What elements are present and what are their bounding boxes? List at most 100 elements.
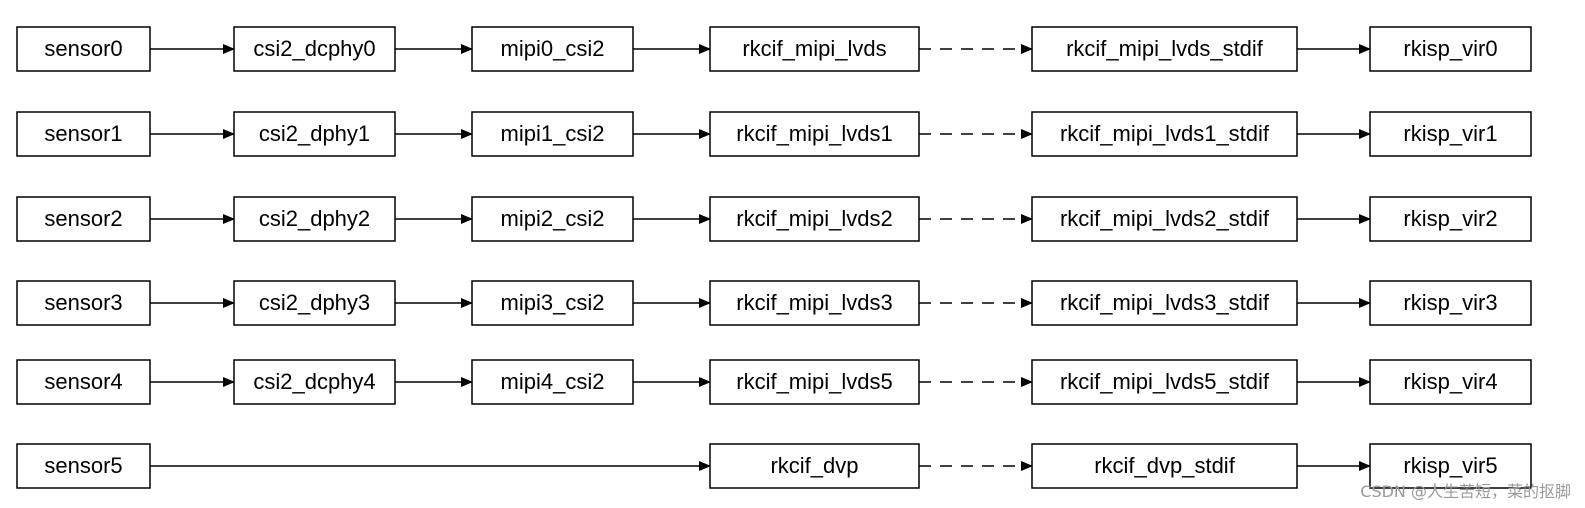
node-rkisp-vir4: rkisp_vir4 [1369, 359, 1532, 405]
node-box [1369, 359, 1532, 405]
node-box [709, 443, 920, 489]
node-box [233, 111, 396, 157]
node-box [1031, 359, 1298, 405]
node-box [1369, 111, 1532, 157]
node-label: sensor2 [44, 206, 122, 231]
node-mipi2-csi2: mipi2_csi2 [471, 196, 634, 242]
node-box [16, 111, 151, 157]
node-box [16, 26, 151, 72]
node-label: rkcif_mipi_lvds1 [736, 121, 893, 146]
node-rkisp-vir2: rkisp_vir2 [1369, 196, 1532, 242]
node-rkcif-mipi-lvds: rkcif_mipi_lvds [709, 26, 920, 72]
node-label: rkcif_mipi_lvds3_stdif [1060, 290, 1270, 315]
node-label: mipi4_csi2 [501, 369, 605, 394]
node-label: sensor0 [44, 36, 122, 61]
node-label: rkisp_vir5 [1403, 453, 1497, 478]
node-sensor0: sensor0 [16, 26, 151, 72]
node-sensor3: sensor3 [16, 280, 151, 326]
node-box [16, 359, 151, 405]
node-label: mipi0_csi2 [501, 36, 605, 61]
node-box [1031, 26, 1298, 72]
node-sensor2: sensor2 [16, 196, 151, 242]
node-box [1369, 196, 1532, 242]
node-box [1031, 443, 1298, 489]
node-label: rkisp_vir4 [1403, 369, 1497, 394]
node-label: mipi1_csi2 [501, 121, 605, 146]
node-rkisp-vir1: rkisp_vir1 [1369, 111, 1532, 157]
node-label: csi2_dphy2 [259, 206, 370, 231]
node-label: rkcif_mipi_lvds2 [736, 206, 893, 231]
node-box [233, 196, 396, 242]
node-box [709, 196, 920, 242]
node-label: csi2_dcphy0 [253, 36, 375, 61]
node-label: mipi2_csi2 [501, 206, 605, 231]
node-box [471, 359, 634, 405]
node-label: rkcif_dvp [770, 453, 858, 478]
node-csi2-dphy1: csi2_dphy1 [233, 111, 396, 157]
node-box [1369, 26, 1532, 72]
node-box [233, 26, 396, 72]
node-sensor5: sensor5 [16, 443, 151, 489]
node-box [471, 196, 634, 242]
node-mipi3-csi2: mipi3_csi2 [471, 280, 634, 326]
node-label: csi2_dphy3 [259, 290, 370, 315]
node-box [471, 280, 634, 326]
node-box [1369, 280, 1532, 326]
node-rkcif-mipi-lvds2: rkcif_mipi_lvds2 [709, 196, 920, 242]
node-label: rkcif_mipi_lvds2_stdif [1060, 206, 1270, 231]
node-box [1031, 111, 1298, 157]
node-box [471, 26, 634, 72]
node-rkcif-mipi-lvds2-stdif: rkcif_mipi_lvds2_stdif [1031, 196, 1298, 242]
node-csi2-dphy3: csi2_dphy3 [233, 280, 396, 326]
node-label: rkisp_vir1 [1403, 121, 1497, 146]
node-rkcif-mipi-lvds5: rkcif_mipi_lvds5 [709, 359, 920, 405]
node-csi2-dcphy4: csi2_dcphy4 [233, 359, 396, 405]
node-sensor1: sensor1 [16, 111, 151, 157]
node-box [16, 443, 151, 489]
node-sensor4: sensor4 [16, 359, 151, 405]
node-mipi0-csi2: mipi0_csi2 [471, 26, 634, 72]
node-label: rkcif_mipi_lvds1_stdif [1060, 121, 1270, 146]
node-label: sensor3 [44, 290, 122, 315]
node-box [233, 280, 396, 326]
node-label: mipi3_csi2 [501, 290, 605, 315]
nodes-layer: sensor0 csi2_dcphy0 mipi0_csi2 rkcif_mipi_l… [16, 26, 1532, 489]
node-label: rkcif_mipi_lvds5 [736, 369, 893, 394]
node-rkisp-vir5: rkisp_vir5 [1369, 443, 1532, 489]
node-rkcif-mipi-lvds-stdif: rkcif_mipi_lvds_stdif [1031, 26, 1298, 72]
node-box [709, 111, 920, 157]
node-label: csi2_dphy1 [259, 121, 370, 146]
node-label: rkcif_mipi_lvds [742, 36, 886, 61]
node-box [709, 280, 920, 326]
node-label: rkisp_vir3 [1403, 290, 1497, 315]
node-label: rkisp_vir2 [1403, 206, 1497, 231]
node-label: sensor5 [44, 453, 122, 478]
node-rkisp-vir0: rkisp_vir0 [1369, 26, 1532, 72]
node-csi2-dcphy0: csi2_dcphy0 [233, 26, 396, 72]
node-box [233, 359, 396, 405]
node-box [709, 26, 920, 72]
node-rkcif-mipi-lvds1: rkcif_mipi_lvds1 [709, 111, 920, 157]
node-rkcif-dvp-stdif: rkcif_dvp_stdif [1031, 443, 1298, 489]
node-label: rkisp_vir0 [1403, 36, 1497, 61]
node-label: sensor4 [44, 369, 122, 394]
node-rkcif-mipi-lvds3: rkcif_mipi_lvds3 [709, 280, 920, 326]
node-label: rkcif_mipi_lvds3 [736, 290, 893, 315]
node-mipi4-csi2: mipi4_csi2 [471, 359, 634, 405]
node-label: csi2_dcphy4 [253, 369, 375, 394]
edges-layer [150, 44, 1371, 471]
node-rkcif-mipi-lvds1-stdif: rkcif_mipi_lvds1_stdif [1031, 111, 1298, 157]
node-box [1031, 280, 1298, 326]
node-box [16, 196, 151, 242]
node-rkcif-mipi-lvds5-stdif: rkcif_mipi_lvds5_stdif [1031, 359, 1298, 405]
node-label: rkcif_mipi_lvds_stdif [1066, 36, 1264, 61]
node-rkcif-mipi-lvds3-stdif: rkcif_mipi_lvds3_stdif [1031, 280, 1298, 326]
node-box [1369, 443, 1532, 489]
node-box [1031, 196, 1298, 242]
node-label: rkcif_mipi_lvds5_stdif [1060, 369, 1270, 394]
node-csi2-dphy2: csi2_dphy2 [233, 196, 396, 242]
node-box [709, 359, 920, 405]
node-rkcif-dvp: rkcif_dvp [709, 443, 920, 489]
node-label: rkcif_dvp_stdif [1094, 453, 1236, 478]
